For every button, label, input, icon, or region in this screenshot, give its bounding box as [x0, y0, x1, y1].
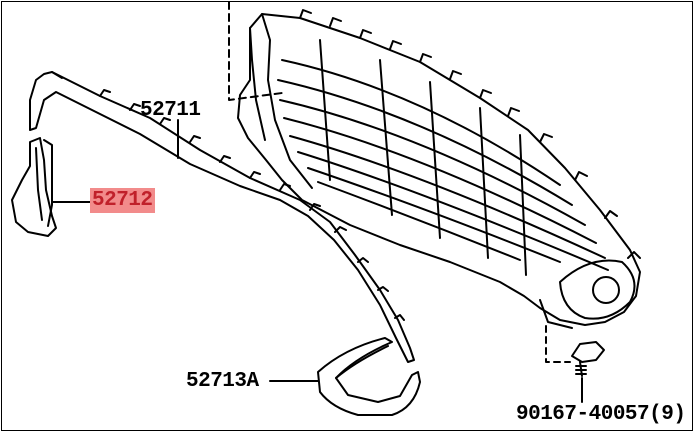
- molding-strip-drawing: [29, 71, 415, 363]
- label-part-52711: 52711: [140, 99, 201, 122]
- label-part-52713A: 52713A: [186, 370, 259, 393]
- label-part-52712-highlighted: 52712: [90, 188, 155, 213]
- lower-grille-drawing: [237, 9, 641, 329]
- clip-dashed-guide: [545, 325, 571, 363]
- side-molding-drawing: [11, 137, 57, 237]
- clip-drawing: [571, 341, 605, 377]
- grille-dashed-guide: [228, 1, 283, 101]
- bracket-drawing: [317, 337, 421, 416]
- label-part-90167-40057: 90167-40057(9): [516, 403, 686, 426]
